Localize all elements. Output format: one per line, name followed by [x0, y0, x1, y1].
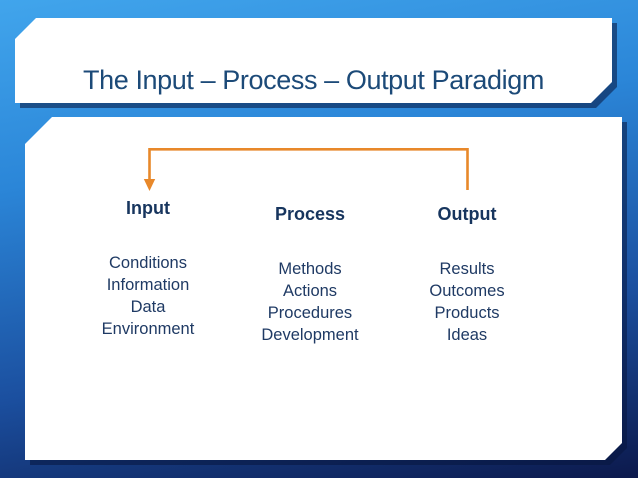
column-process-list: Methods Actions Procedures Development — [230, 258, 390, 346]
column-process-header: Process — [274, 204, 346, 224]
list-item: Development — [261, 326, 359, 344]
list-item: Data — [130, 298, 166, 316]
title-panel-surface: The Input – Process – Output Paradigm — [15, 18, 612, 103]
list-item: Environment — [101, 320, 195, 338]
list-item: Actions — [282, 282, 338, 300]
column-process: Process Methods Actions Procedures Devel… — [230, 203, 390, 346]
list-item: Products — [434, 304, 500, 322]
column-output-list: Results Outcomes Products Ideas — [387, 258, 547, 346]
column-output: Output Results Outcomes Products Ideas — [387, 203, 547, 346]
list-item: Outcomes — [429, 282, 505, 300]
list-item: Ideas — [446, 326, 488, 344]
list-item: Information — [106, 276, 190, 294]
slide-title: The Input – Process – Output Paradigm — [83, 65, 544, 95]
column-output-header: Output — [437, 204, 497, 224]
column-input-header: Input — [126, 198, 170, 218]
list-item: Conditions — [109, 254, 187, 272]
list-item: Results — [439, 260, 495, 278]
column-input-list: Conditions Information Data Environment — [68, 252, 228, 340]
list-item: Methods — [278, 260, 342, 278]
column-input: Input Conditions Information Data Enviro… — [68, 197, 228, 340]
title-panel: The Input – Process – Output Paradigm — [15, 18, 612, 103]
list-item: Procedures — [267, 304, 353, 322]
